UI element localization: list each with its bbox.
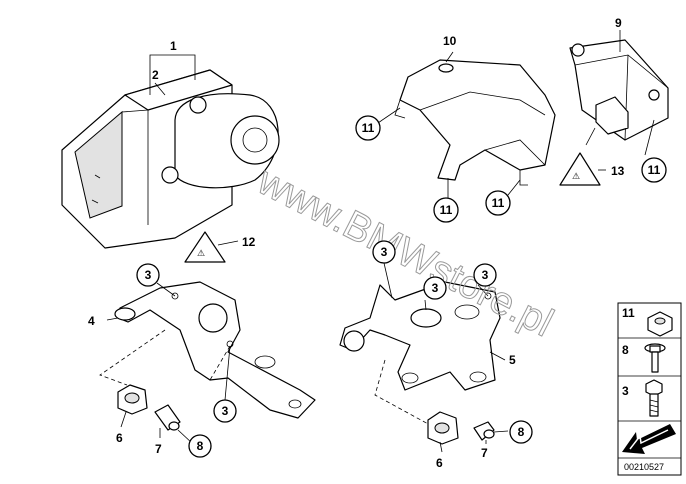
callout-1: 1	[170, 39, 177, 53]
svg-text:11: 11	[648, 163, 661, 177]
callout-9: 9	[615, 16, 622, 30]
callout-circle-11: 11	[641, 157, 667, 183]
callout-circle-3: 3	[423, 276, 447, 300]
bracket-part-10	[394, 59, 556, 186]
callout-4: 4	[88, 314, 95, 328]
hex-bolt-icon	[645, 379, 663, 417]
rubber-mount-part-6	[117, 384, 148, 415]
svg-text:⚠: ⚠	[572, 171, 580, 181]
legend-label-3: 3	[622, 384, 629, 398]
callout-7: 7	[155, 442, 162, 456]
svg-text:3: 3	[222, 404, 229, 418]
assembly-guide-lines	[99, 329, 431, 426]
callout-6: 6	[116, 431, 123, 445]
bracket-part-5	[339, 281, 501, 391]
sleeve-part-7	[473, 421, 495, 441]
fastener-legend: 11 8 3 00210527	[617, 302, 682, 476]
svg-text:8: 8	[518, 425, 525, 439]
svg-text:3: 3	[381, 245, 388, 259]
hex-nut-icon	[647, 311, 673, 337]
legend-label-11: 11	[622, 306, 635, 320]
rubber-mount-part-6	[427, 411, 459, 445]
callout-circle-3: 3	[136, 263, 160, 287]
callout-circle-3: 3	[213, 399, 237, 423]
callout-circle-11: 11	[485, 190, 511, 216]
svg-text:⚠: ⚠	[197, 248, 205, 258]
svg-text:11: 11	[440, 203, 453, 217]
callout-circle-8: 8	[188, 434, 212, 458]
warning-label-triangle: ⚠	[184, 231, 226, 263]
sleeve-part-7	[154, 404, 181, 431]
control-module-part-9	[569, 39, 669, 141]
callout-circle-8: 8	[509, 420, 533, 444]
callout-circle-11: 11	[433, 197, 459, 223]
callout-5: 5	[509, 353, 516, 367]
diagram-id: 00210527	[624, 462, 664, 472]
screw-with-washer-icon	[644, 343, 666, 373]
warning-label-triangle: ⚠	[559, 152, 601, 186]
callout-6: 6	[436, 456, 443, 470]
svg-text:11: 11	[362, 121, 375, 135]
svg-text:11: 11	[492, 196, 505, 210]
svg-text:8: 8	[197, 439, 204, 453]
callout-7: 7	[481, 446, 488, 460]
legend-label-8: 8	[622, 343, 629, 357]
callout-10: 10	[443, 34, 457, 48]
direction-arrow-icon	[622, 424, 676, 454]
callout-12: 12	[242, 235, 256, 249]
callout-2: 2	[152, 68, 159, 82]
svg-text:3: 3	[145, 268, 152, 282]
svg-text:3: 3	[482, 268, 489, 282]
bracket-part-4	[114, 281, 316, 419]
callout-circle-3: 3	[473, 263, 497, 287]
callout-circle-3: 3	[372, 240, 396, 264]
callout-circle-11: 11	[355, 115, 381, 141]
abs-hydraulic-unit	[61, 69, 280, 249]
callout-13: 13	[611, 164, 625, 178]
svg-text:3: 3	[432, 281, 439, 295]
